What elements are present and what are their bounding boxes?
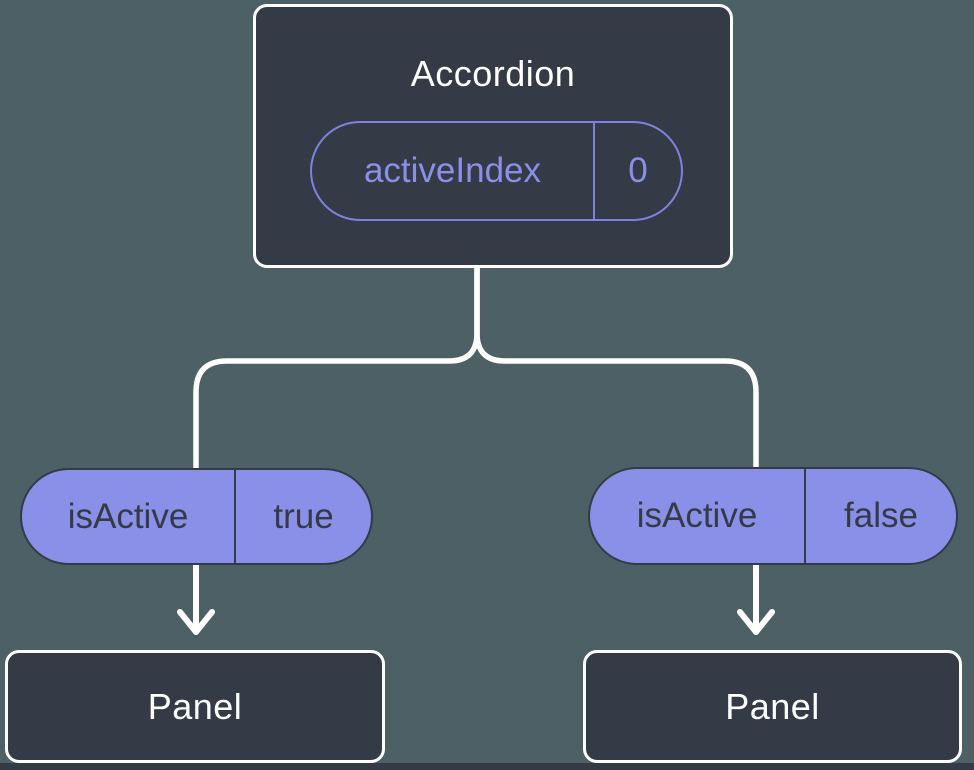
prop-name-right: isActive xyxy=(590,469,806,563)
panel-node-right: Panel xyxy=(583,650,962,763)
accordion-node: Accordion activeIndex 0 xyxy=(253,4,733,268)
arrow-down-right-icon xyxy=(737,560,775,635)
branch-right-path xyxy=(474,266,759,470)
bottom-edge-bar xyxy=(0,763,974,770)
panel-node-right-title: Panel xyxy=(725,685,820,727)
arrow-down-left-icon xyxy=(177,560,215,635)
panel-node-left: Panel xyxy=(5,650,385,763)
prop-name-left: isActive xyxy=(22,470,236,563)
state-value: 0 xyxy=(628,151,648,190)
accordion-node-title: Accordion xyxy=(410,53,576,94)
panel-node-left-title: Panel xyxy=(147,685,243,727)
state-pill: activeIndex 0 xyxy=(310,121,683,221)
state-name: activeIndex xyxy=(312,123,595,219)
prop-value-left: true xyxy=(273,496,334,536)
prop-value-right: false xyxy=(844,496,918,535)
prop-pill-right: isActive false xyxy=(588,467,958,565)
prop-pill-left: isActive true xyxy=(20,468,373,565)
branch-left-path xyxy=(193,266,480,470)
